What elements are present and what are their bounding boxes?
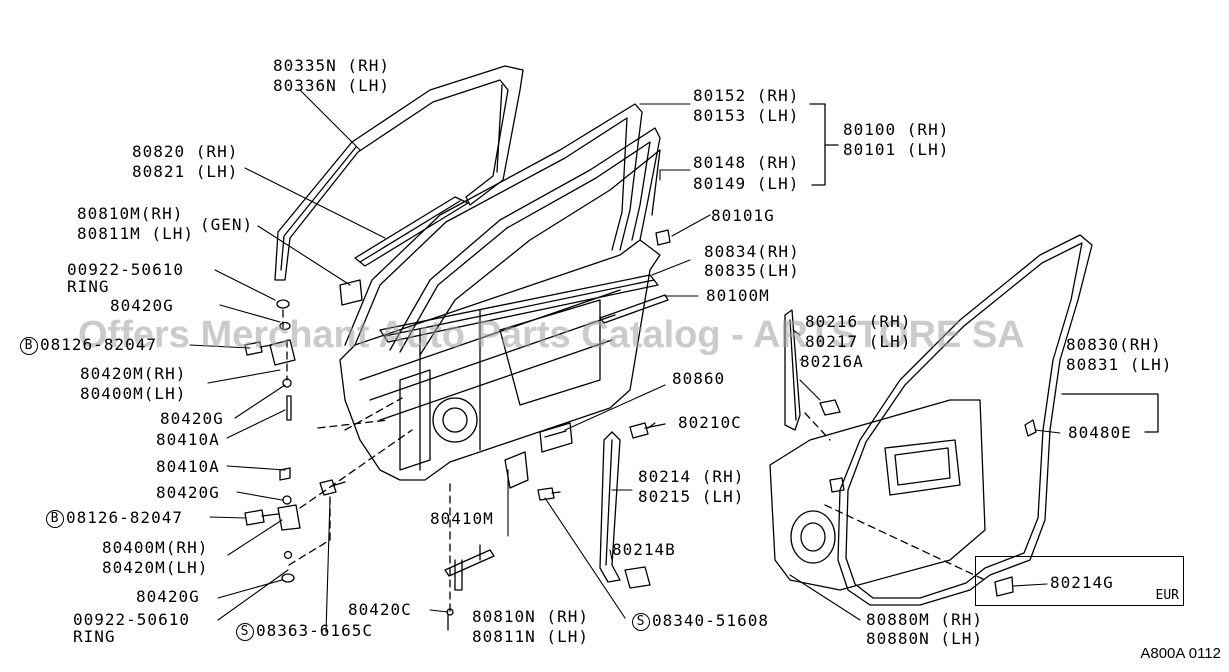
label-80410a-b: 80410A: [156, 457, 220, 476]
door-rod: [599, 294, 669, 324]
hinge-bracket: [339, 279, 363, 306]
screw-08340: [537, 487, 561, 501]
door-trim-panel: [769, 399, 986, 591]
part-80214g: [994, 576, 1014, 597]
leader-lines: [189, 89, 1061, 633]
eur-box: EUR: [975, 556, 1184, 606]
label-80830: 80830(RH): [1066, 335, 1162, 354]
door-guard: [599, 431, 651, 589]
label-08340-text: 08340-51608: [652, 611, 769, 630]
bolt-b-symbol: B: [20, 337, 38, 355]
bolt-b-symbol: B: [46, 510, 64, 528]
label-80210c: 80210C: [678, 413, 742, 432]
label-80101g: 80101G: [711, 206, 775, 225]
label-80214g: 80214G: [1050, 573, 1114, 592]
belt-molding: [379, 274, 659, 343]
door-sash-frames: [344, 103, 661, 356]
eur-label: EUR: [1155, 588, 1179, 603]
label-80831: 80831 (LH): [1066, 355, 1173, 374]
label-80821: 80821 (LH): [132, 162, 239, 181]
label-80880n: 80880N (LH): [866, 629, 983, 648]
label-80420g-c: 80420G: [156, 483, 220, 502]
label-80400m-a: 80400M(LH): [80, 384, 187, 403]
label-80152: 80152 (RH): [693, 86, 800, 105]
label-80216: 80216 (RH): [805, 312, 912, 331]
label-80410a-a: 80410A: [156, 430, 220, 449]
label-80835: 80835(LH): [704, 261, 800, 280]
label-80420g-a: 80420G: [110, 296, 174, 315]
screw-08363: [319, 479, 346, 496]
label-80420g-d: 80420G: [136, 587, 200, 606]
label-80335n: 80335N (RH): [273, 56, 390, 75]
bolt-80216a: [819, 399, 841, 416]
glass-run-channel: [354, 196, 469, 267]
label-00922-a: 00922-50610: [67, 260, 184, 279]
label-80811n: 80811N (LH): [472, 627, 589, 646]
screw-s-symbol: S: [632, 613, 650, 631]
label-80420m-a: 80420M(RH): [80, 364, 187, 383]
label-80810m: 80810M(RH): [77, 204, 184, 223]
label-08126-a-text: 08126-82047: [40, 335, 157, 354]
label-ring-b: RING: [73, 627, 116, 646]
label-80420g-b: 80420G: [160, 409, 224, 428]
screw-s-symbol: S: [236, 623, 254, 641]
label-gen: (GEN): [200, 215, 254, 234]
clip-80480e: [1024, 419, 1037, 437]
sash-weatherstrip: [274, 65, 524, 281]
label-00922-b: 00922-50610: [73, 610, 190, 629]
label-80100: 80100 (RH): [843, 120, 950, 139]
label-80149: 80149 (LH): [693, 174, 800, 193]
reference-code: A800A 0112: [1140, 645, 1221, 662]
weather-strip-80216: [784, 309, 801, 431]
label-80480e: 80480E: [1068, 423, 1132, 442]
label-80216a: 80216A: [800, 352, 864, 371]
door-weatherstrip: [837, 234, 1093, 606]
label-80101: 80101 (LH): [843, 140, 950, 159]
door-inner-panel: [339, 239, 661, 481]
label-80820: 80820 (RH): [132, 142, 239, 161]
label-80148: 80148 (RH): [693, 153, 800, 172]
label-80410m: 80410M: [430, 509, 494, 528]
label-80215: 80215 (LH): [638, 487, 745, 506]
upper-hinge: [244, 299, 296, 421]
label-80153: 80153 (LH): [693, 106, 800, 125]
label-08126-b-text: 08126-82047: [66, 508, 183, 527]
label-80336n: 80336N (LH): [273, 76, 390, 95]
label-ring-a: RING: [67, 277, 110, 296]
label-80811m: 80811M (LH): [77, 224, 194, 243]
dashed-guides: [282, 309, 986, 616]
label-80810n: 80810N (RH): [472, 607, 589, 626]
bracket-80860: [539, 422, 573, 453]
label-80217: 80217 (LH): [805, 332, 912, 351]
label-80834: 80834(RH): [704, 242, 800, 261]
clip-80101g: [655, 229, 671, 246]
label-80214b: 80214B: [612, 540, 676, 559]
label-80214: 80214 (RH): [638, 467, 745, 486]
label-80860: 80860: [672, 369, 726, 388]
bracket-lines: [809, 103, 1159, 433]
label-80420c: 80420C: [348, 600, 412, 619]
label-80100m: 80100M: [706, 286, 770, 305]
label-80420m-b: 80420M(LH): [102, 558, 209, 577]
lower-hinge: [244, 467, 301, 583]
label-80880m: 80880M (RH): [866, 610, 983, 629]
bolt-80210c: [629, 422, 666, 439]
label-80400m-b: 80400M(RH): [102, 538, 209, 557]
label-08363-text: 08363-6165C: [256, 621, 373, 640]
